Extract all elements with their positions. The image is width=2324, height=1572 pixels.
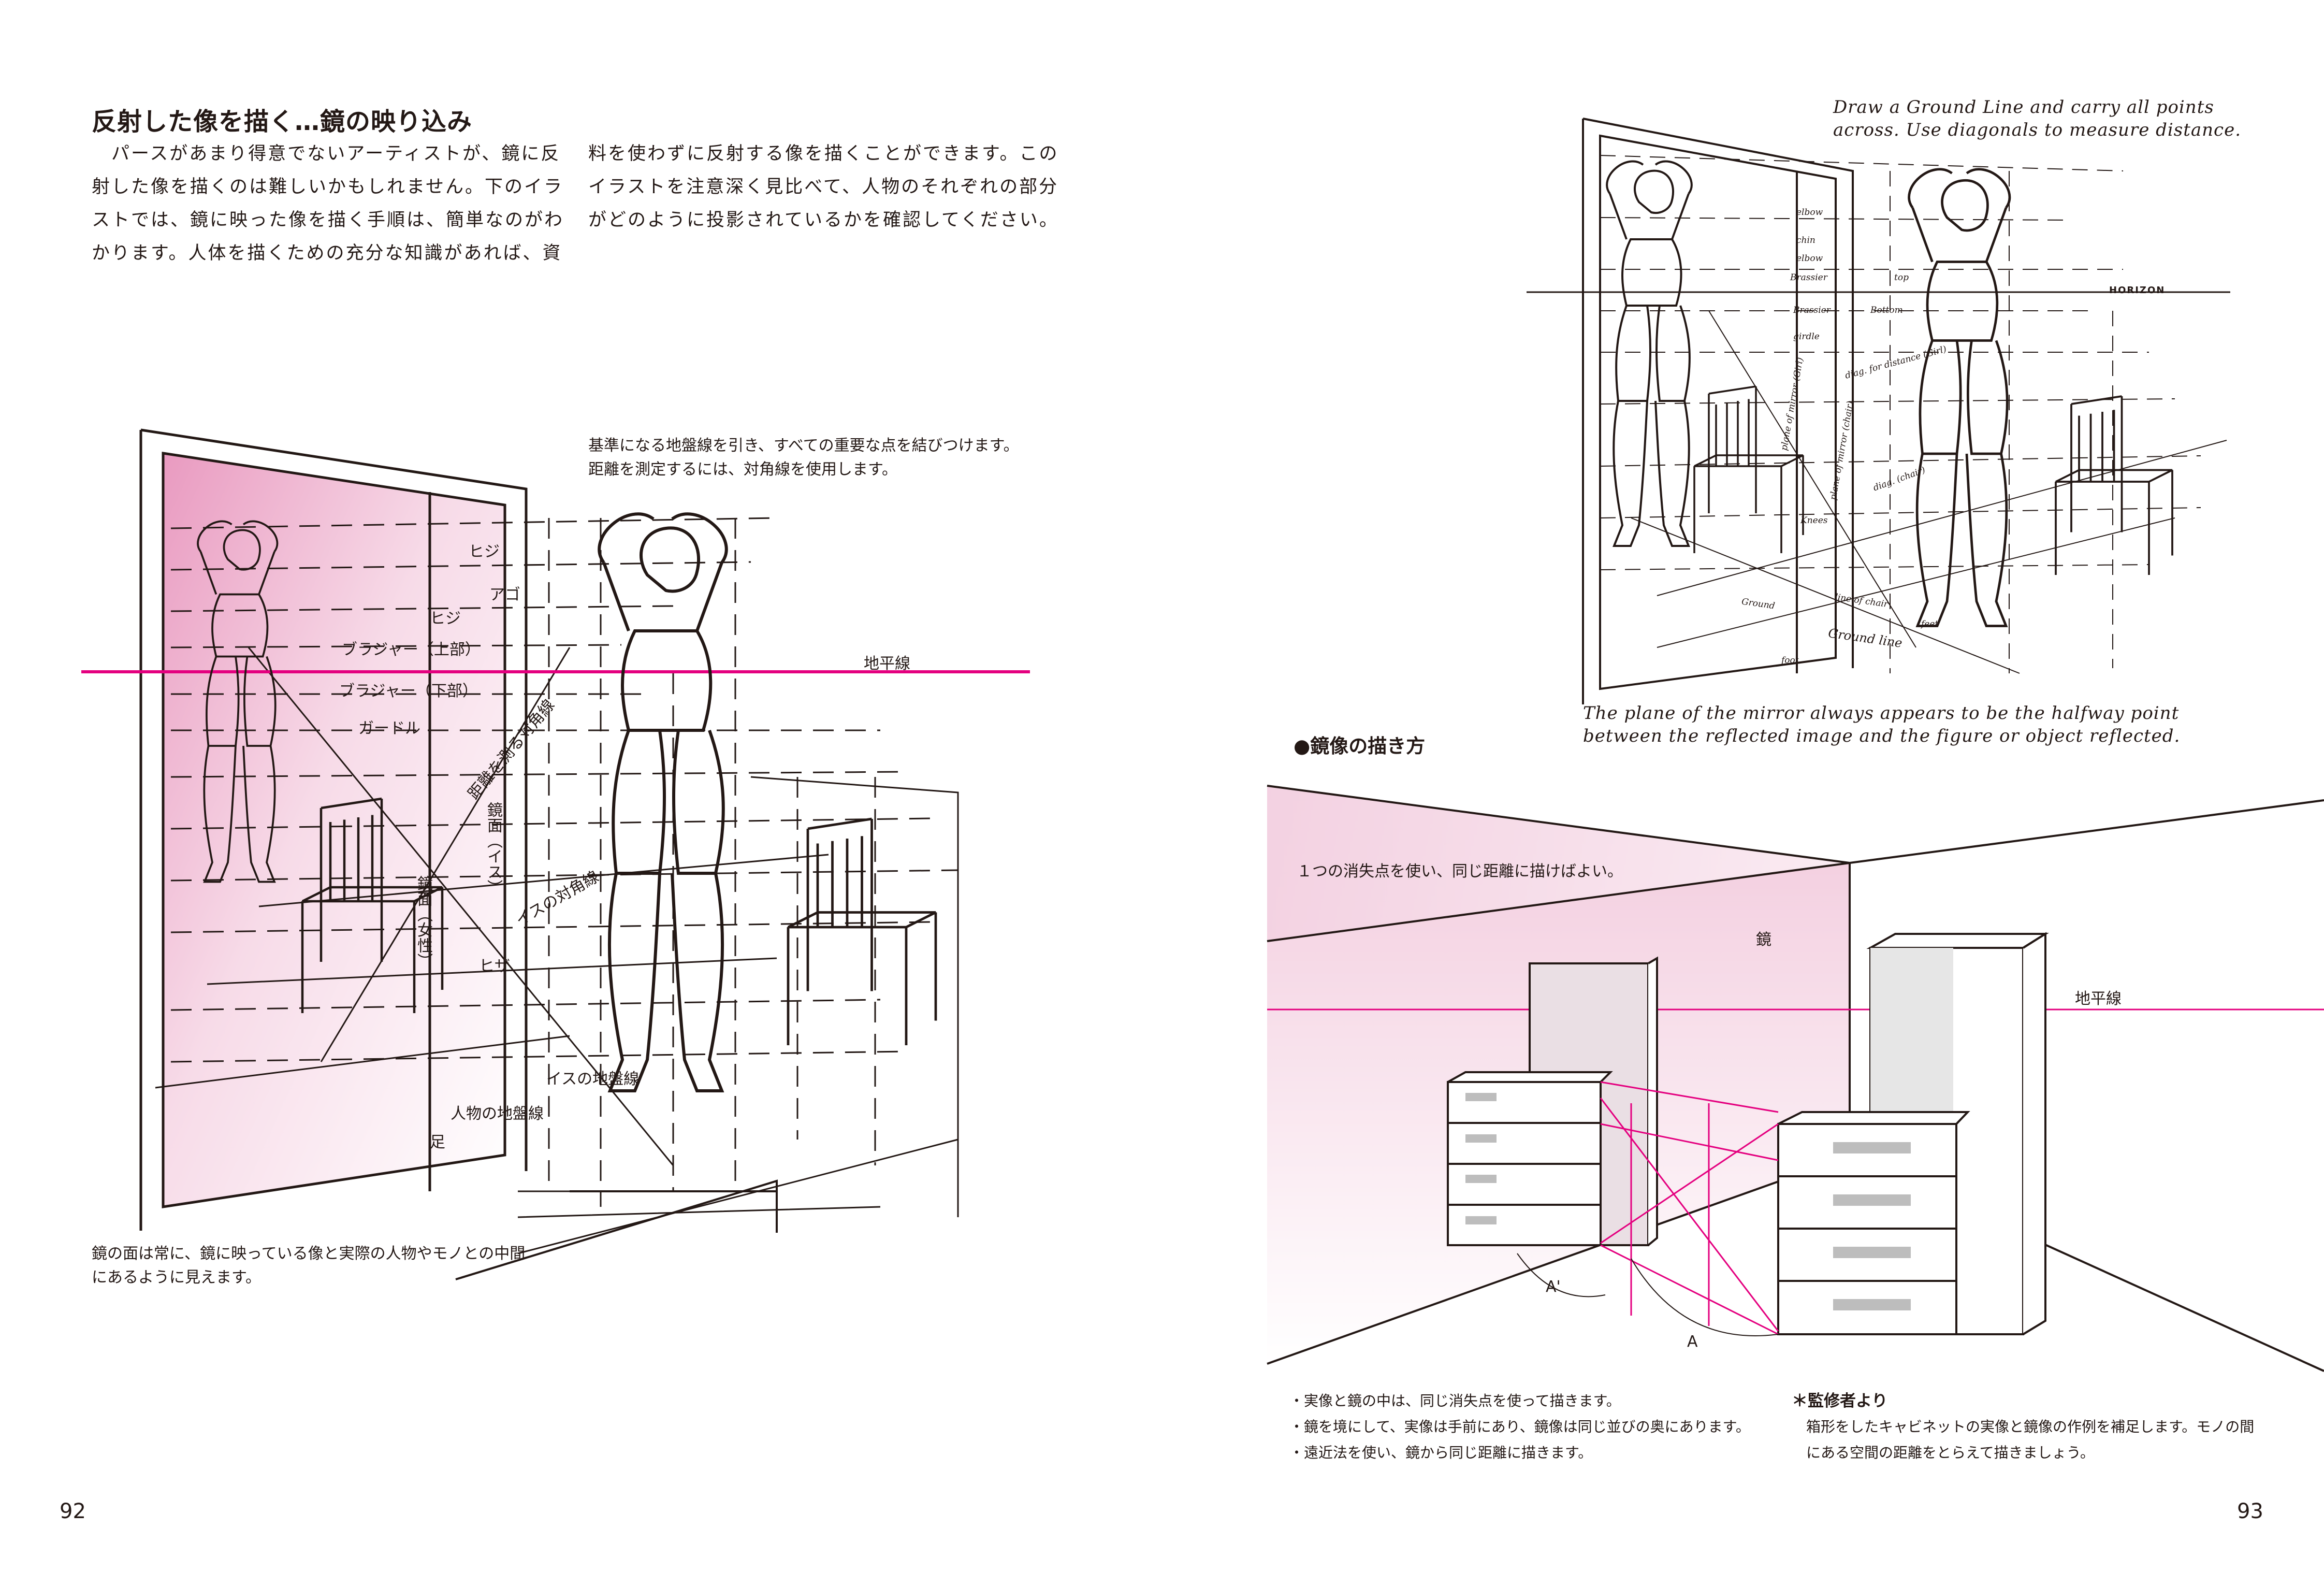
left-mirror-illustration	[81, 428, 1030, 1280]
label-bra-bottom: ブラジャー（下部）	[339, 682, 478, 700]
note-line: across. Use diagonals to measure distanc…	[1833, 120, 2242, 140]
sketch-label: foot	[1781, 655, 1799, 666]
sketch-label: Brassier	[1793, 305, 1831, 315]
body-line: がどのように投影されているかを確認してください。	[588, 210, 1059, 230]
point-a: A	[1687, 1333, 1698, 1351]
label-knee: ヒザ	[479, 957, 510, 975]
handwritten-top-note: Draw a Ground Line and carry all points …	[1833, 96, 2241, 141]
body-line: ストでは、鏡に映った像を描く手順は、簡単なのがわ	[92, 210, 564, 230]
handwritten-bottom-note: The plane of the mirror always appears t…	[1583, 702, 2180, 747]
bottom-caption: 鏡の面は常に、鏡に映っている像と実際の人物やモノとの中間 にあるように見えます。	[92, 1242, 525, 1290]
sketch-label: elbow	[1796, 207, 1823, 218]
label-figure-groundline: 人物の地盤線	[451, 1105, 544, 1123]
note-line: Draw a Ground Line and carry all points	[1833, 97, 2214, 118]
note-line: The plane of the mirror always appears t…	[1583, 703, 2180, 724]
label-chair-groundline: イスの地盤線	[546, 1070, 640, 1088]
bullet-item: ・実像と鏡の中は、同じ消失点を使って描きます。	[1289, 1392, 1621, 1409]
sketch-label: chin	[1796, 235, 1815, 246]
horizon-label: HORIZON	[2109, 285, 2166, 296]
caption-line: にあるように見えます。	[92, 1268, 261, 1287]
label-chin: アゴ	[489, 586, 520, 604]
label-mirror-plane-woman: 鏡面（女性）	[414, 875, 432, 969]
body-line: パースがあまり得意でないアーティストが、鏡に反	[92, 143, 561, 164]
label-girdle: ガードル	[358, 719, 420, 738]
page-title: 反射した像を描く…鏡の映り込み	[92, 107, 473, 136]
sketch-label: Knees	[1800, 515, 1828, 526]
page-number-right: 93	[2237, 1499, 2263, 1523]
body-line: 射した像を描くのは難しいかもしれません。下のイラ	[92, 177, 563, 197]
label-elbow: ヒジ	[430, 610, 461, 628]
caption-line: 基準になる地盤線を引き、すべての重要な点を結びつけます。	[588, 437, 1019, 455]
bullet-item: ・鏡を境にして、実像は手前にあり、鏡像は同じ並びの奥にあります。	[1289, 1418, 1750, 1435]
sketch-label: Brassier	[1790, 272, 1827, 283]
label-elbow: ヒジ	[469, 543, 500, 561]
caption-line: 距離を測定するには、対角線を使用します。	[588, 460, 897, 479]
note-line: 箱形をしたキャビネットの実像と鏡像の作例を補足します。モノの間	[1806, 1418, 2255, 1435]
cabinet-mirror-diagram	[1267, 785, 2324, 1372]
sketch-label: top	[1894, 272, 1909, 283]
supervisor-text: 箱形をしたキャビネットの実像と鏡像の作例を補足します。モノの間 にある空間の距離…	[1806, 1414, 2254, 1466]
bullet-list: ・実像と鏡の中は、同じ消失点を使って描きます。 ・鏡を境にして、実像は手前にあり…	[1289, 1388, 1750, 1466]
illustration-caption: 基準になる地盤線を引き、すべての重要な点を結びつけます。 距離を測定するには、対…	[588, 434, 1019, 482]
sketch-label: girdle	[1793, 331, 1820, 342]
body-line: イラストを注意深く見比べて、人物のそれぞれの部分	[588, 177, 1059, 197]
bullet-item: ・遠近法を使い、鏡から同じ距離に描きます。	[1289, 1444, 1593, 1461]
note-line: between the reflected image and the figu…	[1583, 726, 2181, 746]
body-text-column-2: 料を使わずに反射する像を描くことができます。この イラストを注意深く見比べて、人…	[588, 137, 1059, 237]
page-number-left: 92	[60, 1499, 86, 1523]
label-foot: 足	[430, 1133, 445, 1151]
diagram-caption: １つの消失点を使い、同じ距離に描けばよい。	[1297, 862, 1623, 881]
caption-line: 鏡の面は常に、鏡に映っている像と実際の人物やモノとの中間	[92, 1245, 526, 1263]
mirror-label: 鏡	[1756, 931, 1771, 949]
note-line: にある空間の距離をとらえて描きましょう。	[1806, 1444, 2095, 1461]
label-mirror-plane-chair: 鏡面（イス）	[484, 802, 502, 895]
label-bra-top: ブラジャー（上部）	[342, 641, 481, 659]
horizon-label-diagram: 地平線	[2075, 990, 2122, 1008]
sketch-label: Bottom	[1870, 305, 1903, 315]
body-line: かります。人体を描くための充分な知識があれば、資	[92, 243, 562, 264]
point-a-prime: A'	[1546, 1278, 1561, 1296]
section-title: ●鏡像の描き方	[1294, 735, 1426, 757]
supervisor-title: ＊監修者より	[1792, 1392, 1888, 1410]
sketch-label: feet	[1921, 619, 1939, 629]
sketch-label: elbow	[1796, 253, 1823, 264]
body-line: 料を使わずに反射する像を描くことができます。この	[588, 143, 1059, 164]
label-horizon: 地平線	[864, 655, 910, 673]
body-text-column-1: パースがあまり得意でないアーティストが、鏡に反 射した像を描くのは難しいかもしれ…	[92, 137, 564, 270]
right-mirror-sketch	[1527, 118, 2230, 704]
